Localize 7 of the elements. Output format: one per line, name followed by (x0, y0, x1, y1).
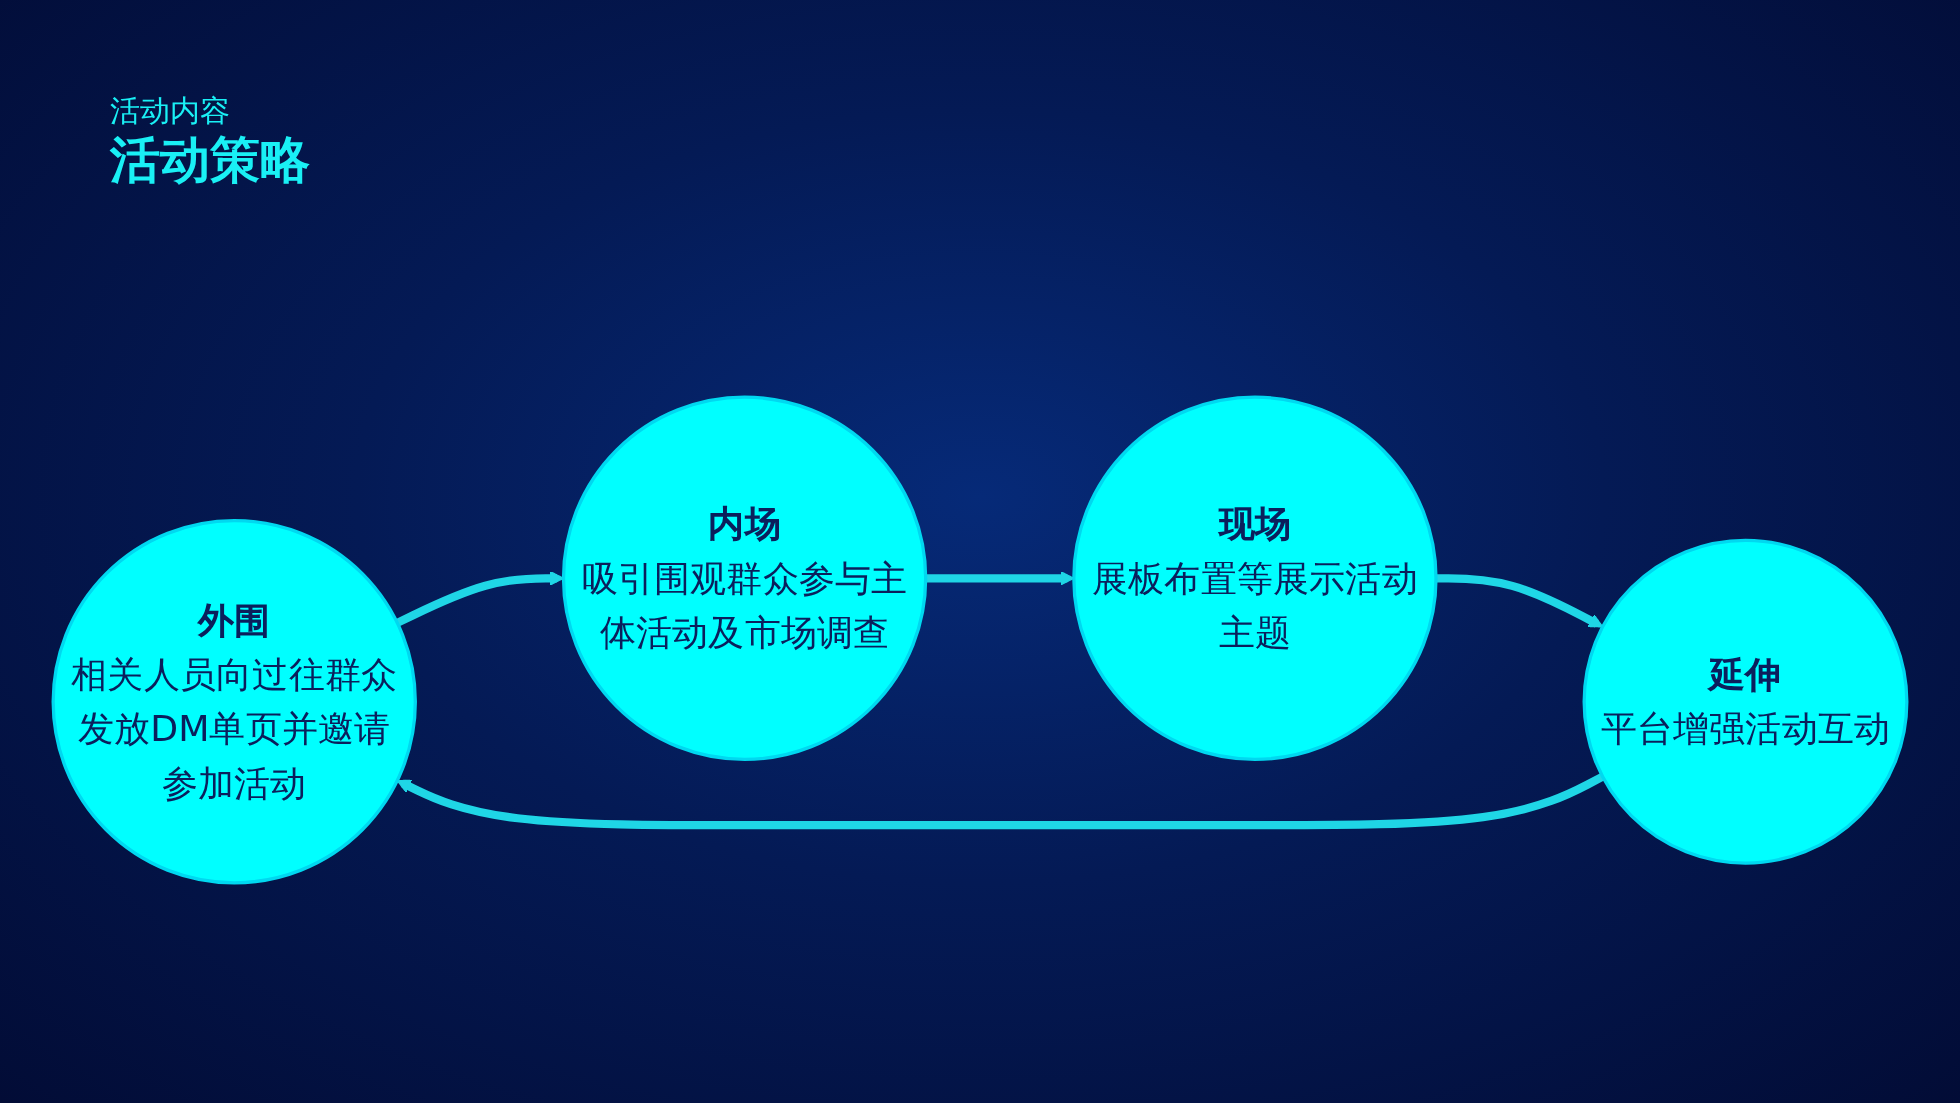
node-circle: 延伸 平台增强活动互动 (1582, 538, 1909, 865)
title: 活动策略 (110, 130, 310, 190)
section-label: 活动内容 (110, 92, 230, 130)
node-circle: 现场 展板布置等展示活动主题 (1072, 395, 1438, 761)
arrow (396, 773, 1605, 830)
node-circle: 外围 相关人员向过往群众发放DM单页并邀请参加活动 (51, 519, 417, 885)
node-circle: 内场 吸引围观群众参与主体活动及市场调查 (561, 395, 928, 761)
